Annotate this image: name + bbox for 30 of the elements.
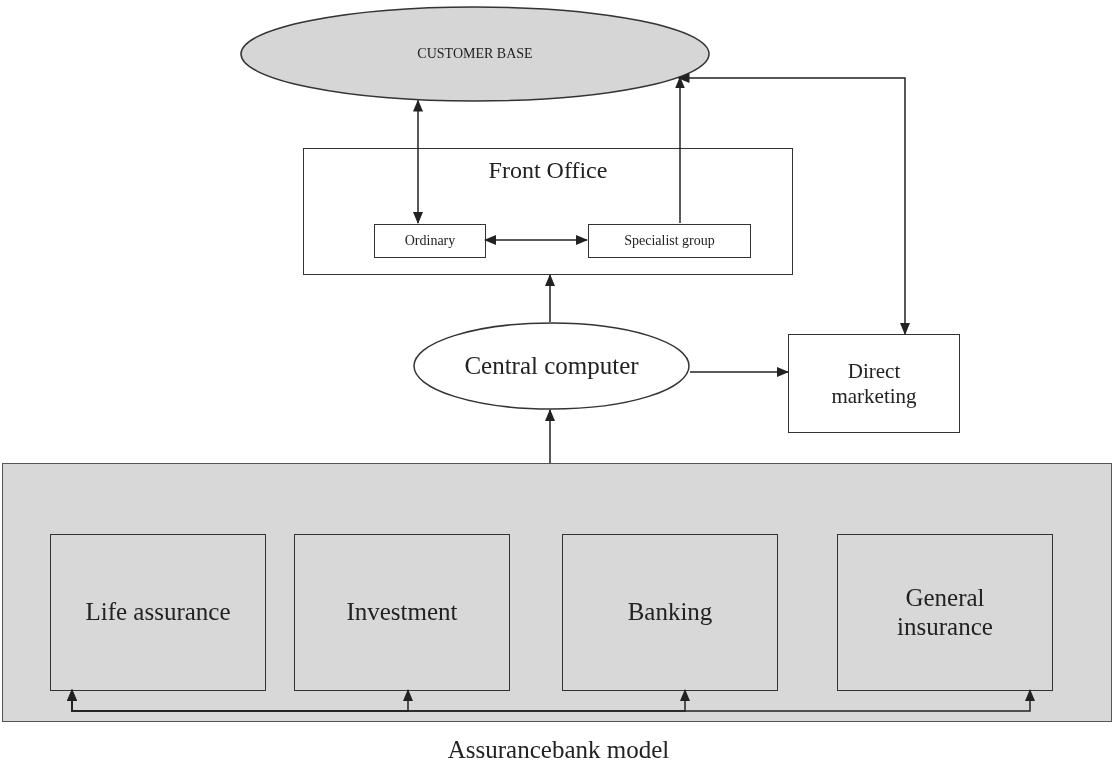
node-label: Specialist group [623,232,716,250]
node-label: Direct marketing [830,359,918,408]
process-box [588,224,751,258]
node-label: Front Office [487,157,609,185]
diagram-caption: Assurancebank model [446,736,671,764]
process-box [374,224,486,258]
node-label: Central computer [463,351,640,381]
arrow [545,409,555,464]
process-box [294,534,510,691]
arrow [484,235,588,245]
node-label: Life assurance [84,598,232,627]
node-label: General insurance [896,583,994,642]
arrow [689,367,789,377]
node-label: Ordinary [403,232,457,250]
node-label: Investment [345,598,459,627]
arrow [67,689,1035,712]
process-box [788,334,960,433]
process-box [837,534,1053,691]
node-label: Banking [626,598,714,627]
arrow [413,99,423,224]
process-box [562,534,778,691]
background-panel [2,463,1112,722]
arrow [677,73,910,335]
ellipse-node [413,322,690,410]
node-label: CUSTOMER BASE [416,45,534,63]
process-box [303,148,793,275]
process-box [50,534,266,691]
arrow [545,274,555,323]
arrow [675,76,685,224]
ellipse-node [240,6,710,102]
